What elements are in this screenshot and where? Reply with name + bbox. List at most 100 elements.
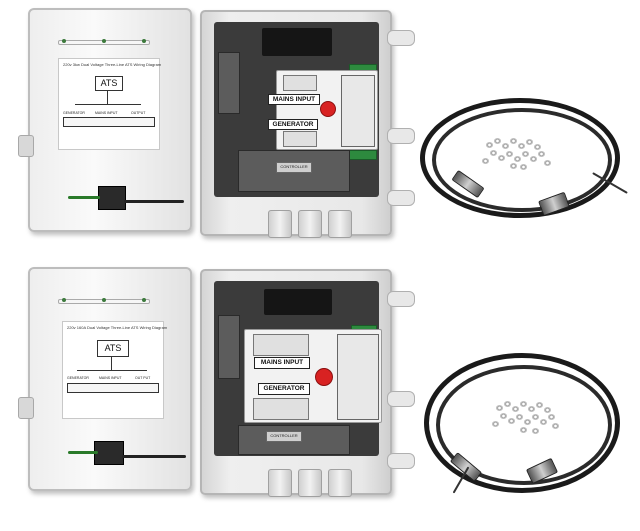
cable-gland [298, 469, 322, 497]
ats-module [337, 334, 379, 420]
wire-tie [62, 298, 66, 302]
transfer-switch [244, 329, 382, 423]
diagram-line [107, 90, 108, 104]
wiring-diagram-label: 220v 3kw Dual Voltage Three-Line ATS Wir… [58, 58, 162, 150]
diagram-section-generator: GENERATOR [63, 111, 85, 115]
washer [496, 405, 503, 411]
mounting-bracket [387, 291, 415, 307]
selector-knob [320, 101, 336, 117]
top-cover-plate [262, 28, 332, 56]
washer [514, 156, 521, 162]
wire-tie [142, 39, 146, 43]
cable-gland [328, 469, 352, 497]
mounting-bracket [387, 190, 415, 206]
washer [532, 414, 539, 420]
washer [520, 401, 527, 407]
door-hinge [18, 135, 34, 157]
mounting-bracket [387, 453, 415, 469]
washer [512, 406, 519, 412]
wire-tie [62, 39, 66, 43]
diagram-section-mains: MAINS INPUT [95, 111, 118, 115]
controller-module: CONTROLLER [266, 431, 302, 442]
enclosure-interior: MAINS INPUT GENERATOR CONTROLLER [214, 281, 382, 456]
diagram-section-mains: MAINS INPUT [99, 376, 122, 380]
washer [534, 144, 541, 150]
mounting-bracket [387, 30, 415, 46]
green-terminal-block [349, 150, 377, 160]
top-cover-plate [264, 289, 332, 315]
washer [520, 164, 527, 170]
ats-block: ATS [95, 76, 123, 91]
diagram-line [111, 356, 112, 370]
washer [492, 421, 499, 427]
washer [494, 138, 501, 144]
washer [552, 423, 559, 429]
wiring-diagram-label: 220v 160A Dual Voltage Three-Line ATS Wi… [62, 321, 168, 419]
door-wire [122, 455, 186, 458]
ats-enclosure: MAINS INPUT GENERATOR CONTROLLER [200, 10, 392, 238]
washer [538, 151, 545, 157]
washer [502, 143, 509, 149]
generator-label: GENERATOR [268, 119, 318, 130]
mounting-bracket [387, 128, 415, 144]
switch-terminals-bottom [253, 398, 309, 420]
cable-gland [268, 210, 292, 238]
diagram-section-output: OUTPUT [131, 111, 146, 115]
diagram-terminal-row [67, 383, 159, 393]
product-photo-bottom: 220v 160A Dual Voltage Three-Line ATS Wi… [0, 265, 640, 530]
washer [524, 419, 531, 425]
side-relay [218, 52, 240, 114]
cable-gland [298, 210, 322, 238]
washer [544, 160, 551, 166]
switch-terminals-top [253, 334, 309, 356]
washer [520, 427, 527, 433]
controller-module: CONTROLLER [276, 162, 312, 173]
door-wire [124, 200, 184, 203]
enclosure-door: 220v 160A Dual Voltage Three-Line ATS Wi… [18, 267, 192, 491]
washer [530, 156, 537, 162]
transfer-switch [276, 70, 378, 150]
washer [544, 407, 551, 413]
wiring-diagram-title: 220v 3kw Dual Voltage Three-Line ATS Wir… [63, 62, 162, 67]
washer [536, 402, 543, 408]
washer [482, 158, 489, 164]
washer [510, 138, 517, 144]
mains-input-label: MAINS INPUT [268, 94, 320, 105]
ats-block: ATS [97, 340, 129, 357]
washer [510, 163, 517, 169]
door-wire [68, 196, 100, 199]
door-hinge [18, 397, 34, 419]
washer [490, 150, 497, 156]
washer [548, 414, 555, 420]
selector-knob [315, 368, 333, 386]
washer [504, 401, 511, 407]
cable-gland [328, 210, 352, 238]
cable-loop [420, 98, 620, 218]
enclosure-door: 220v 3kw Dual Voltage Three-Line ATS Wir… [18, 8, 192, 232]
cable-gland [268, 469, 292, 497]
washer [486, 142, 493, 148]
washer [518, 143, 525, 149]
mains-input-label: MAINS INPUT [254, 357, 310, 369]
ats-module [341, 75, 375, 147]
washer [540, 419, 547, 425]
washer [522, 151, 529, 157]
cable-loop [424, 353, 620, 493]
diagram-line [75, 104, 141, 105]
washer [500, 413, 507, 419]
door-fuse-holder [94, 441, 124, 465]
switch-terminals-bottom [283, 131, 317, 147]
diagram-section-output: OUT PUT [135, 376, 151, 380]
wiring-diagram-title: 220v 160A Dual Voltage Three-Line ATS Wi… [67, 325, 168, 330]
washer [498, 155, 505, 161]
ats-enclosure: MAINS INPUT GENERATOR CONTROLLER [200, 269, 392, 497]
product-photo-top: 220v 3kw Dual Voltage Three-Line ATS Wir… [0, 0, 640, 265]
mounting-bracket [387, 391, 415, 407]
side-relay [218, 315, 240, 379]
door-wire [68, 451, 98, 454]
wire-tie [142, 298, 146, 302]
enclosure-interior: MAINS INPUT GENERATOR CONTROLLER [214, 22, 379, 197]
washer [508, 418, 515, 424]
generator-label: GENERATOR [258, 383, 310, 395]
washer [506, 151, 513, 157]
